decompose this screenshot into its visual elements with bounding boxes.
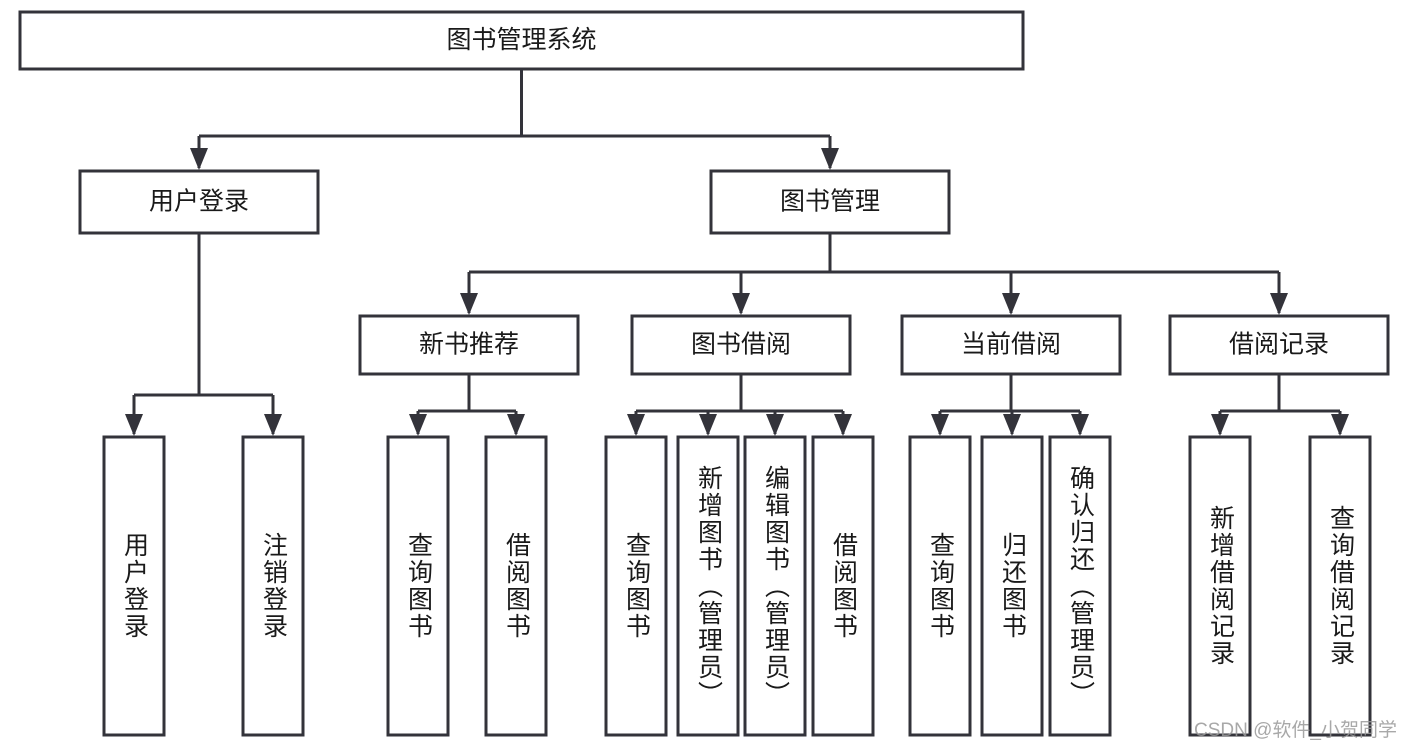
node-leaf-borrow-book-1[interactable]: [484, 435, 548, 737]
node-book-borrow-label: 图书借阅: [691, 331, 791, 359]
node-leaf-add-record-label: 新增借阅记录: [1206, 505, 1235, 667]
node-leaf-query-record[interactable]: [1308, 435, 1372, 737]
node-user-login[interactable]: [78, 169, 320, 235]
node-leaf-add-book[interactable]: [676, 435, 740, 737]
connector-layer: [125, 69, 1349, 436]
node-leaf-user-login[interactable]: [102, 435, 166, 737]
node-root-label: 图书管理系统: [446, 26, 596, 54]
node-new-book-rec[interactable]: [358, 314, 580, 376]
node-leaf-logout[interactable]: [241, 435, 305, 737]
node-leaf-query-record-label: 查询借阅记录: [1326, 505, 1355, 667]
node-borrow-records-label: 借阅记录: [1229, 331, 1329, 359]
node-leaf-query-book-2[interactable]: [604, 435, 668, 737]
node-book-manage[interactable]: [709, 169, 951, 235]
node-layer: [18, 10, 1390, 737]
node-leaf-query-book-3[interactable]: [908, 435, 972, 737]
node-leaf-edit-book-label: 编辑图书（管理员）: [761, 464, 790, 708]
node-leaf-logout-label: 注销登录: [259, 532, 288, 640]
node-current-borrow[interactable]: [900, 314, 1122, 376]
node-leaf-edit-book[interactable]: [743, 435, 807, 737]
node-leaf-confirm-return-label: 确认归还（管理员）: [1066, 464, 1095, 708]
node-leaf-query-book-3-label: 查询图书: [926, 532, 955, 640]
node-book-manage-label: 图书管理: [780, 188, 880, 216]
node-borrow-records[interactable]: [1168, 314, 1390, 376]
node-leaf-borrow-book-2-label: 借阅图书: [829, 532, 858, 640]
node-book-borrow[interactable]: [630, 314, 852, 376]
node-leaf-query-book-2-label: 查询图书: [622, 532, 651, 640]
node-leaf-borrow-book-2[interactable]: [811, 435, 875, 737]
node-user-login-label: 用户登录: [149, 188, 249, 216]
node-leaf-query-book-1-label: 查询图书: [404, 532, 433, 640]
node-leaf-query-book-1[interactable]: [386, 435, 450, 737]
node-root[interactable]: [18, 10, 1025, 71]
watermark: CSDN @软件_小贺同学: [1194, 720, 1397, 741]
node-leaf-confirm-return[interactable]: [1048, 435, 1112, 737]
node-leaf-user-login-label: 用户登录: [120, 532, 149, 640]
node-new-book-rec-label: 新书推荐: [419, 331, 519, 359]
node-current-borrow-label: 当前借阅: [961, 331, 1061, 359]
node-leaf-add-book-label: 新增图书（管理员）: [694, 464, 723, 708]
node-leaf-return-book-label: 归还图书: [998, 532, 1027, 640]
node-leaf-borrow-book-1-label: 借阅图书: [502, 532, 531, 640]
node-leaf-add-record[interactable]: [1188, 435, 1252, 737]
node-leaf-return-book[interactable]: [980, 435, 1044, 737]
